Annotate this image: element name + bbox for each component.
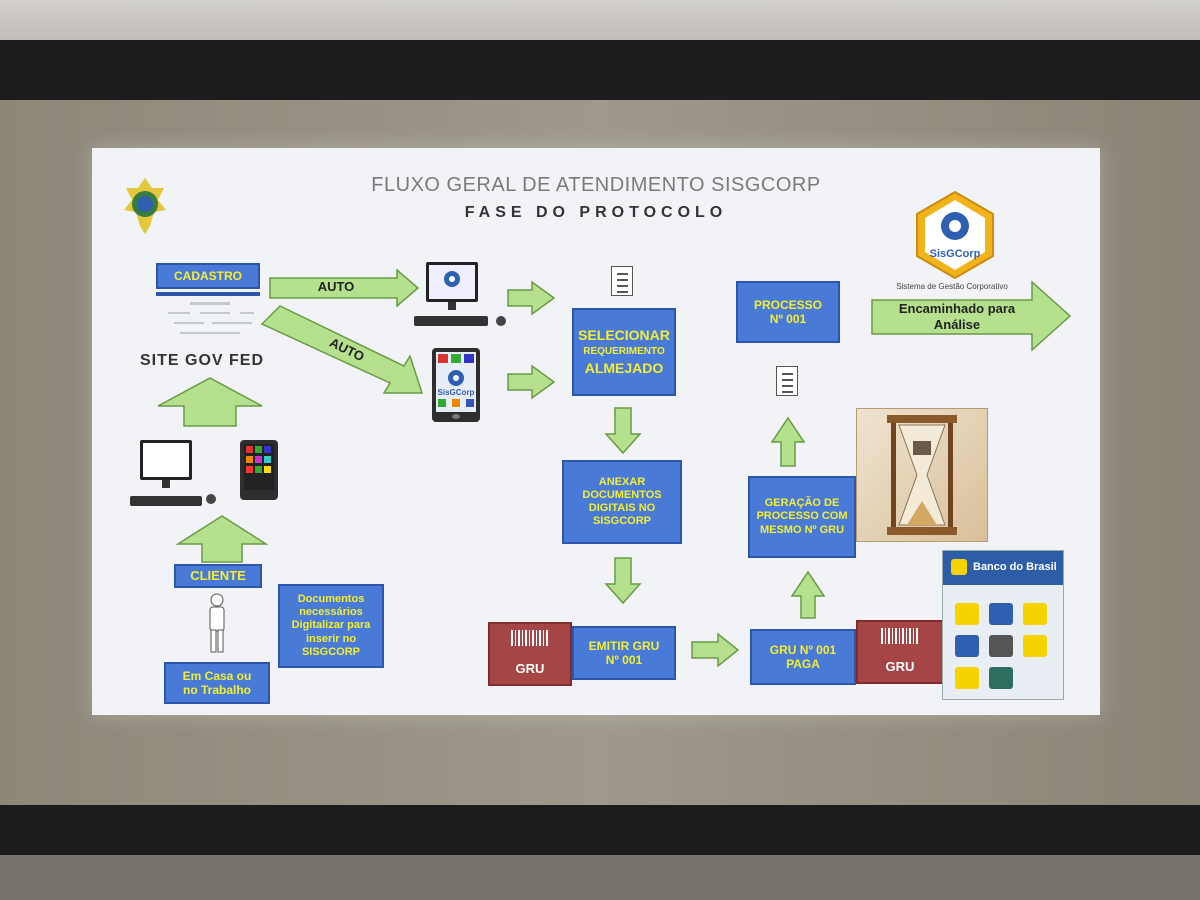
flow-arrows bbox=[157, 268, 1072, 668]
gru-paga-box: GRU Nº 001 PAGA bbox=[750, 629, 856, 685]
sisgcorp-logo-icon bbox=[916, 190, 994, 280]
arrow-up-geracao bbox=[770, 416, 806, 467]
smartphone-client bbox=[240, 440, 278, 500]
cliente-box: CLIENTE bbox=[174, 564, 262, 588]
app-tile-icon bbox=[1023, 635, 1047, 657]
barcode-icon bbox=[881, 628, 919, 644]
mouse-icon bbox=[496, 316, 506, 326]
computer-monitor-client bbox=[140, 440, 192, 480]
phone-sisgcorp-label: SisGCorp bbox=[437, 388, 475, 397]
auto-arrow-right bbox=[269, 268, 420, 308]
app-tile-icon bbox=[955, 635, 979, 657]
logo-text: SisGCorp bbox=[929, 248, 981, 260]
selecionar-line3: ALMEJADO bbox=[584, 360, 664, 376]
site-gov-fed-label: SITE GOV FED bbox=[140, 352, 265, 369]
em-casa-box: Em Casa ou no Trabalho bbox=[164, 662, 270, 704]
arrow-down-1 bbox=[604, 407, 642, 455]
selecionar-requerimento-box: SELECIONAR REQUERIMENTO ALMEJADO bbox=[572, 308, 676, 396]
geracao-processo-box: GERAÇÃO DE PROCESSO COM MESMO Nº GRU bbox=[748, 476, 856, 558]
person-icon bbox=[209, 593, 225, 653]
arrow-down-2 bbox=[604, 557, 642, 605]
mouse-icon bbox=[206, 494, 216, 504]
gru-left-label: GRU bbox=[515, 661, 545, 676]
bb-logo-icon bbox=[951, 559, 967, 575]
app-tile-icon bbox=[1023, 603, 1047, 625]
app-tile-icon bbox=[989, 635, 1013, 657]
app-tile-icon bbox=[989, 667, 1013, 689]
gru-right-label: GRU bbox=[885, 659, 915, 674]
keyboard-client bbox=[130, 496, 202, 506]
arrow-encaminhado bbox=[871, 280, 1072, 352]
banco-do-brasil-app: Banco do Brasil bbox=[942, 550, 1064, 700]
arrow-up-paga bbox=[790, 570, 826, 619]
emitir-gru-box: EMITIR GRU Nº 001 bbox=[572, 626, 676, 680]
selecionar-line1: SELECIONAR bbox=[578, 327, 670, 344]
cadastro-underline bbox=[156, 292, 260, 296]
logo-caption: Sistema de Gestão Corporativo bbox=[896, 282, 1008, 291]
document-icon-right bbox=[776, 366, 798, 396]
slide-title: FLUXO GERAL DE ATENDIMENTO SISGCORP bbox=[371, 174, 821, 196]
app-tile-icon bbox=[955, 603, 979, 625]
gru-barcode-left: GRU bbox=[488, 622, 572, 686]
arrow-to-select-1 bbox=[507, 280, 556, 316]
keyboard-top bbox=[414, 316, 488, 326]
screen-frame-top bbox=[0, 40, 1200, 100]
barcode-icon bbox=[511, 630, 549, 646]
selecionar-line2: REQUERIMENTO bbox=[583, 346, 665, 357]
arrow-to-select-2 bbox=[507, 364, 556, 400]
army-emblem-icon bbox=[124, 178, 166, 234]
smartphone-sisgcorp: SisGCorp bbox=[432, 348, 480, 422]
sisgcorp-screen-logo-icon bbox=[444, 271, 460, 287]
anexar-documentos-box: ANEXAR DOCUMENTOS DIGITAIS NO SISGCORP bbox=[562, 460, 682, 544]
app-tile-icon bbox=[955, 667, 979, 689]
processo-box: PROCESSO Nº 001 bbox=[736, 281, 840, 343]
documentos-box: Documentos necessários Digitalizar para … bbox=[278, 584, 384, 668]
slide-subtitle: FASE DO PROTOCOLO bbox=[464, 204, 728, 221]
gru-barcode-right: GRU bbox=[856, 620, 944, 684]
hourglass-icon bbox=[887, 415, 957, 535]
arrow-up-site bbox=[157, 377, 263, 427]
arrow-up-cliente bbox=[175, 515, 269, 563]
document-icon-top bbox=[611, 266, 633, 296]
app-tile-icon bbox=[989, 603, 1013, 625]
auto-arrow-diagonal bbox=[260, 305, 424, 394]
room-floor bbox=[0, 855, 1200, 900]
auto-label-1: AUTO bbox=[317, 279, 355, 294]
hourglass-image bbox=[856, 408, 988, 542]
projected-slide: FLUXO GERAL DE ATENDIMENTO SISGCORP FASE… bbox=[92, 148, 1100, 715]
cadastro-box: CADASTRO bbox=[156, 263, 260, 289]
encaminhado-label: Encaminhado para Análise bbox=[898, 301, 1016, 332]
gear-logo-icon bbox=[448, 370, 464, 386]
arrow-emitir-to-paga bbox=[691, 632, 740, 668]
website-thumbnail bbox=[168, 302, 254, 334]
bank-app-title: Banco do Brasil bbox=[973, 561, 1057, 573]
